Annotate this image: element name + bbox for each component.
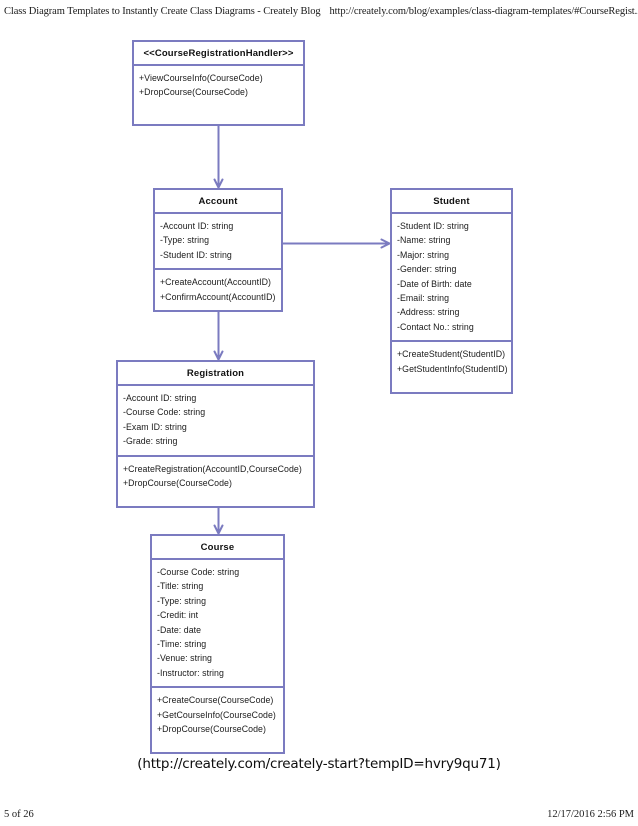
uml-attributes-section: -Student ID: string -Name: string -Major… bbox=[392, 214, 511, 341]
uml-method: +GetStudentInfo(StudentID) bbox=[397, 363, 508, 374]
uml-attributes-section: -Course Code: string -Title: string -Typ… bbox=[152, 560, 283, 687]
uml-methods-section: +CreateStudent(StudentID) +GetStudentInf… bbox=[392, 340, 511, 393]
print-header-url: http://creately.com/blog/examples/class-… bbox=[329, 5, 638, 17]
uml-attribute: -Exam ID: string bbox=[123, 421, 187, 432]
uml-attribute: -Date: date bbox=[157, 624, 202, 635]
class-diagram: <<CourseRegistrationHandler>> +ViewCours… bbox=[116, 40, 513, 755]
uml-class-name: Registration bbox=[118, 362, 313, 386]
uml-method: +CreateStudent(StudentID) bbox=[397, 349, 506, 360]
uml-class-name: <<CourseRegistrationHandler>> bbox=[134, 42, 303, 66]
uml-class-registration[interactable]: Registration -Account ID: string -Course… bbox=[116, 360, 315, 509]
uml-attribute: -Instructor: string bbox=[157, 667, 224, 678]
uml-method: +CreateCourse(CourseCode) bbox=[157, 695, 274, 706]
uml-spacer bbox=[157, 736, 283, 746]
uml-methods-section: +ViewCourseInfo(CourseCode) +DropCourse(… bbox=[134, 66, 303, 124]
page-number: 5 of 26 bbox=[4, 809, 34, 820]
uml-attribute: -Grade: string bbox=[123, 436, 178, 447]
uml-attributes-section: -Account ID: string -Type: string -Stude… bbox=[155, 214, 281, 269]
uml-class-account[interactable]: Account -Account ID: string -Type: strin… bbox=[153, 188, 283, 313]
uml-attribute: -Student ID: string bbox=[397, 221, 469, 231]
uml-method: +GetCourseInfo(CourseCode) bbox=[157, 709, 276, 720]
uml-methods-section: +CreateCourse(CourseCode) +GetCourseInfo… bbox=[152, 686, 283, 753]
uml-class-course[interactable]: Course -Course Code: string -Title: stri… bbox=[150, 534, 285, 755]
uml-class-course-registration-handler[interactable]: <<CourseRegistrationHandler>> +ViewCours… bbox=[132, 40, 305, 126]
uml-attribute: -Course Code: string bbox=[123, 407, 206, 418]
uml-attribute: -Major: string bbox=[397, 249, 450, 260]
diagram-source-link[interactable]: (http://creately.com/creately-start?temp… bbox=[137, 756, 501, 772]
uml-attribute: -Venue: string bbox=[157, 653, 212, 664]
print-header-title: Class Diagram Templates to Instantly Cre… bbox=[4, 5, 321, 17]
uml-method: +ConfirmAccount(AccountID) bbox=[160, 291, 276, 302]
uml-class-name: Course bbox=[152, 536, 283, 560]
uml-attribute: -Date of Birth: date bbox=[397, 278, 472, 289]
uml-method: +CreateAccount(AccountID) bbox=[160, 277, 272, 288]
print-timestamp: 12/17/2016 2:56 PM bbox=[547, 809, 634, 820]
uml-attribute: -Gender: string bbox=[397, 264, 457, 275]
uml-method: +DropCourse(CourseCode) bbox=[123, 478, 232, 489]
uml-attribute: -Type: string bbox=[160, 235, 210, 246]
uml-spacer bbox=[139, 100, 303, 110]
uml-spacer bbox=[397, 376, 511, 386]
uml-attribute: -Account ID: string bbox=[123, 393, 197, 403]
uml-method: +ViewCourseInfo(CourseCode) bbox=[139, 73, 263, 83]
uml-attribute: -Name: string bbox=[397, 235, 451, 246]
uml-attribute: -Time: string bbox=[157, 639, 207, 650]
uml-spacer bbox=[123, 490, 313, 500]
uml-attribute: -Course Code: string bbox=[157, 567, 240, 577]
uml-class-name: Account bbox=[155, 190, 281, 214]
uml-attribute: -Account ID: string bbox=[160, 221, 234, 231]
print-footer: 5 of 26 12/17/2016 2:56 PM bbox=[0, 796, 638, 826]
uml-attribute: -Title: string bbox=[157, 581, 204, 592]
uml-methods-section: +CreateAccount(AccountID) +ConfirmAccoun… bbox=[155, 268, 281, 311]
uml-attribute: -Student ID: string bbox=[160, 249, 232, 260]
uml-method: +CreateRegistration(AccountID,CourseCode… bbox=[123, 463, 302, 474]
uml-class-name: Student bbox=[392, 190, 511, 214]
print-header: Class Diagram Templates to Instantly Cre… bbox=[0, 0, 638, 22]
uml-class-student[interactable]: Student -Student ID: string -Name: strin… bbox=[390, 188, 513, 395]
uml-methods-section: +CreateRegistration(AccountID,CourseCode… bbox=[118, 454, 313, 507]
uml-attribute: -Type: string bbox=[157, 595, 207, 606]
uml-attributes-section: -Account ID: string -Course Code: string… bbox=[118, 386, 313, 455]
uml-attribute: -Address: string bbox=[397, 307, 460, 318]
uml-method: +DropCourse(CourseCode) bbox=[157, 724, 266, 735]
connector-layer bbox=[213, 124, 391, 535]
uml-method: +DropCourse(CourseCode) bbox=[139, 87, 248, 98]
uml-attribute: -Credit: int bbox=[157, 610, 199, 621]
uml-attribute: -Email: string bbox=[397, 293, 450, 304]
uml-attribute: -Contact No.: string bbox=[397, 321, 474, 332]
